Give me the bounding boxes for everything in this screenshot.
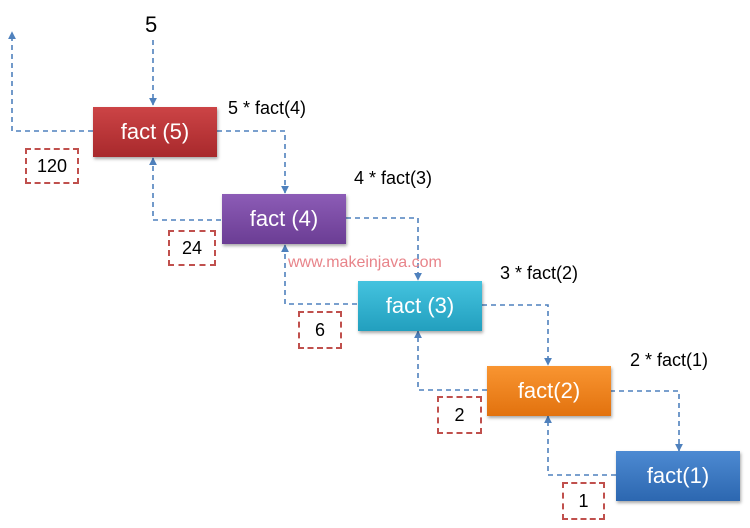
node-fact-3: fact (3) [358, 281, 482, 331]
return-arrow-4 [544, 415, 616, 476]
return-arrow-2 [281, 244, 357, 305]
call-arrow-2 [346, 217, 422, 281]
call-label-3: 3 * fact(2) [500, 263, 579, 283]
return-arrow-3 [414, 330, 487, 391]
node-fact-1: fact(1) [616, 451, 740, 501]
call-label-4: 2 * fact(1) [630, 350, 709, 370]
result-2: 2 [437, 396, 482, 434]
result-120: 120 [25, 148, 79, 184]
call-label-1: 5 * fact(4) [228, 98, 307, 118]
result-24: 24 [168, 230, 216, 266]
return-arrow-1 [149, 157, 221, 221]
node-fact-5: fact (5) [93, 107, 217, 157]
node-fact-4: fact (4) [222, 194, 346, 244]
final-return-arrow [8, 31, 93, 132]
call-arrow-1 [217, 130, 289, 194]
node-fact-2: fact(2) [487, 366, 611, 416]
input-value: 5 [145, 12, 158, 37]
call-arrow-3 [482, 304, 552, 366]
watermark-text: www.makeinjava.com [288, 254, 442, 271]
call-arrow-4 [610, 390, 683, 452]
call-label-2: 4 * fact(3) [354, 168, 433, 188]
result-6: 6 [298, 311, 342, 349]
result-1: 1 [562, 482, 605, 520]
